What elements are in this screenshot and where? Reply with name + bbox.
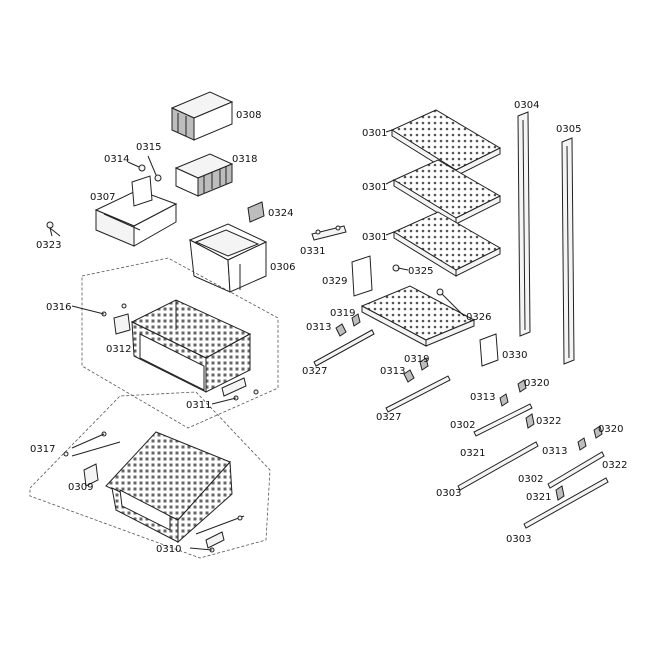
support-rail-0305: [561, 137, 575, 365]
label-0321-upper: 0321: [460, 448, 485, 459]
drawer-0316: [130, 299, 252, 393]
label-0312: 0312: [106, 344, 131, 355]
label-0317: 0317: [30, 444, 55, 455]
label-0302-lower: 0302: [518, 474, 543, 485]
label-0304: 0304: [514, 100, 539, 111]
label-0303-upper: 0303: [436, 488, 461, 499]
label-0314: 0314: [104, 154, 129, 165]
label-0305: 0305: [556, 124, 581, 135]
rail-0302-lower: [547, 425, 605, 489]
rail-0303-upper: [457, 413, 539, 491]
label-0301-lower: 0301: [362, 232, 387, 243]
part-labels: 0308 0315 0314 0318 0307 0324 0323 0306 …: [30, 100, 627, 555]
drawer-group-0317-outline: [29, 391, 271, 559]
label-0302-upper: 0302: [450, 420, 475, 431]
shelf-0301-middle: [392, 159, 502, 225]
rail-0327-lower: [385, 357, 451, 413]
label-0313-lower: 0313: [542, 446, 567, 457]
label-0320-lower: 0320: [598, 424, 623, 435]
label-0326: 0326: [466, 312, 491, 323]
ice-maker-0318: [174, 153, 234, 197]
label-0322-upper: 0322: [536, 416, 561, 427]
label-0301-top: 0301: [362, 128, 387, 139]
label-0327-upper: 0327: [302, 366, 327, 377]
label-0325: 0325: [408, 266, 433, 277]
shelf-0301-lower: [392, 211, 502, 277]
slide-rail-0310: [195, 515, 245, 553]
label-0331: 0331: [300, 246, 325, 257]
small-parts-0314-0315: [127, 155, 162, 182]
label-0319-lower: 0319: [404, 354, 429, 365]
label-0307: 0307: [90, 192, 115, 203]
bracket-0307: [94, 175, 178, 247]
label-0318: 0318: [232, 154, 257, 165]
crisper-tray-0306: [188, 223, 268, 293]
label-0316: 0316: [46, 302, 71, 313]
label-0315: 0315: [136, 142, 161, 153]
rail-0327-upper: [313, 313, 375, 367]
bracket-0331: [311, 225, 347, 241]
plate-0329: [351, 255, 373, 297]
ice-bin-0308: [170, 91, 234, 141]
slide-rail-0309: [63, 431, 121, 487]
label-0303-lower: 0303: [506, 534, 531, 545]
label-0320-upper: 0320: [524, 378, 549, 389]
label-0311: 0311: [186, 400, 211, 411]
label-0330: 0330: [502, 350, 527, 361]
label-0313-upper: 0313: [306, 322, 331, 333]
label-0323: 0323: [36, 240, 61, 251]
label-0313-middle: 0313: [380, 366, 405, 377]
label-0324: 0324: [268, 208, 293, 219]
label-0321-lower: 0321: [526, 492, 551, 503]
label-0306: 0306: [270, 262, 295, 273]
rail-0302-upper: [473, 379, 533, 437]
slide-bracket-0311: [221, 377, 259, 401]
support-rail-0304: [517, 111, 531, 337]
leader-lines: [49, 129, 465, 551]
basket-0317: [105, 431, 233, 544]
rail-0303-lower: [523, 477, 609, 529]
knob-0325: [392, 264, 444, 296]
label-0310: 0310: [156, 544, 181, 555]
slide-bracket-0312: [101, 303, 131, 335]
label-0313-right: 0313: [470, 392, 495, 403]
label-0322-lower: 0322: [602, 460, 627, 471]
screw-0323: [46, 221, 54, 237]
clip-0324: [247, 201, 265, 223]
shelf-0326-small: [360, 285, 476, 347]
label-0329: 0329: [322, 276, 347, 287]
label-0327-lower: 0327: [376, 412, 401, 423]
label-0309: 0309: [68, 482, 93, 493]
label-0308: 0308: [236, 110, 261, 121]
drawer-group-0316-outline: [81, 257, 279, 429]
plate-0330: [479, 333, 499, 367]
label-0301-middle: 0301: [362, 182, 387, 193]
label-0319-upper: 0319: [330, 308, 355, 319]
